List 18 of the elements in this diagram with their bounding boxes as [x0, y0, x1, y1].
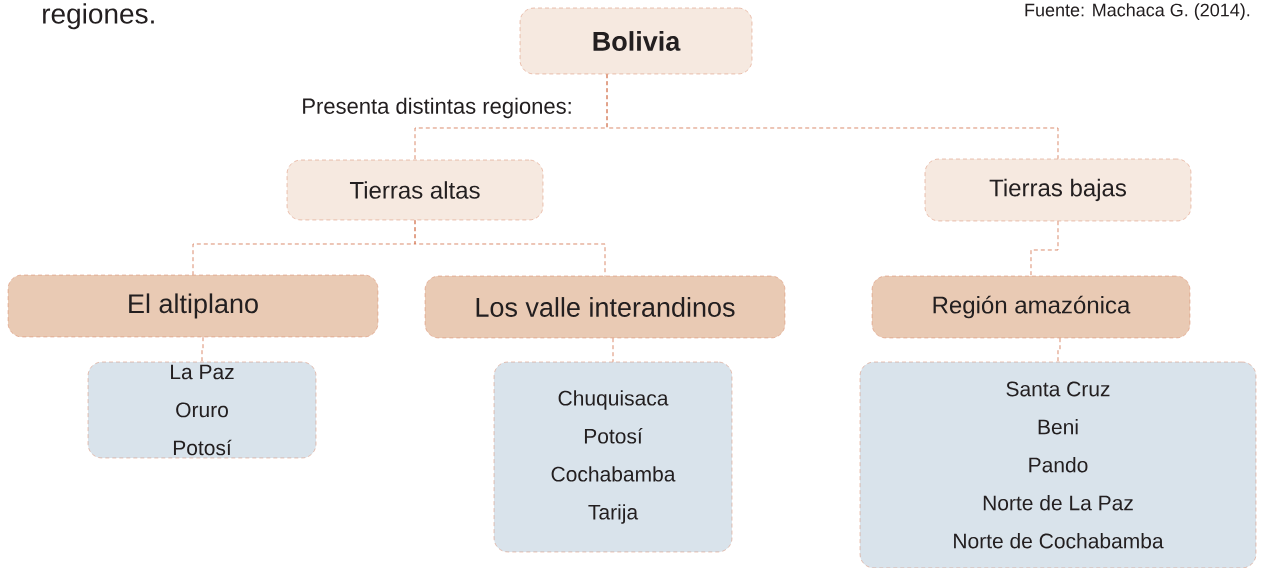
- region-box: Los valle interandinos: [424, 275, 786, 339]
- label-text: regiones.: [43, 3, 154, 30]
- connector-line: [612, 337, 614, 363]
- connector-line: [201, 336, 204, 363]
- category-box: Tierras bajas: [924, 158, 1192, 222]
- region-box: Región amazónica: [871, 275, 1191, 339]
- connector-line: [606, 73, 1059, 160]
- connector-line: [414, 219, 606, 277]
- label-text: Fuente: Machaca G. (2014).: [1025, 3, 1250, 20]
- category-box: Tierras altas: [286, 159, 544, 221]
- list-box: Chuquisaca Potosí Cochabamba Tarija: [493, 361, 733, 553]
- title-box: Bolivia: [519, 7, 753, 75]
- connector-line: [1057, 337, 1061, 363]
- list-box: Santa Cruz Beni Pando Norte de La Paz Norte de Cochabamba: [859, 361, 1257, 568]
- region-box: El altiplano: [7, 274, 379, 338]
- label-text: Presenta distintas regiones:: [303, 97, 571, 119]
- list-box: La Paz Oruro Potosí: [87, 361, 317, 459]
- connector-line: [1030, 220, 1059, 277]
